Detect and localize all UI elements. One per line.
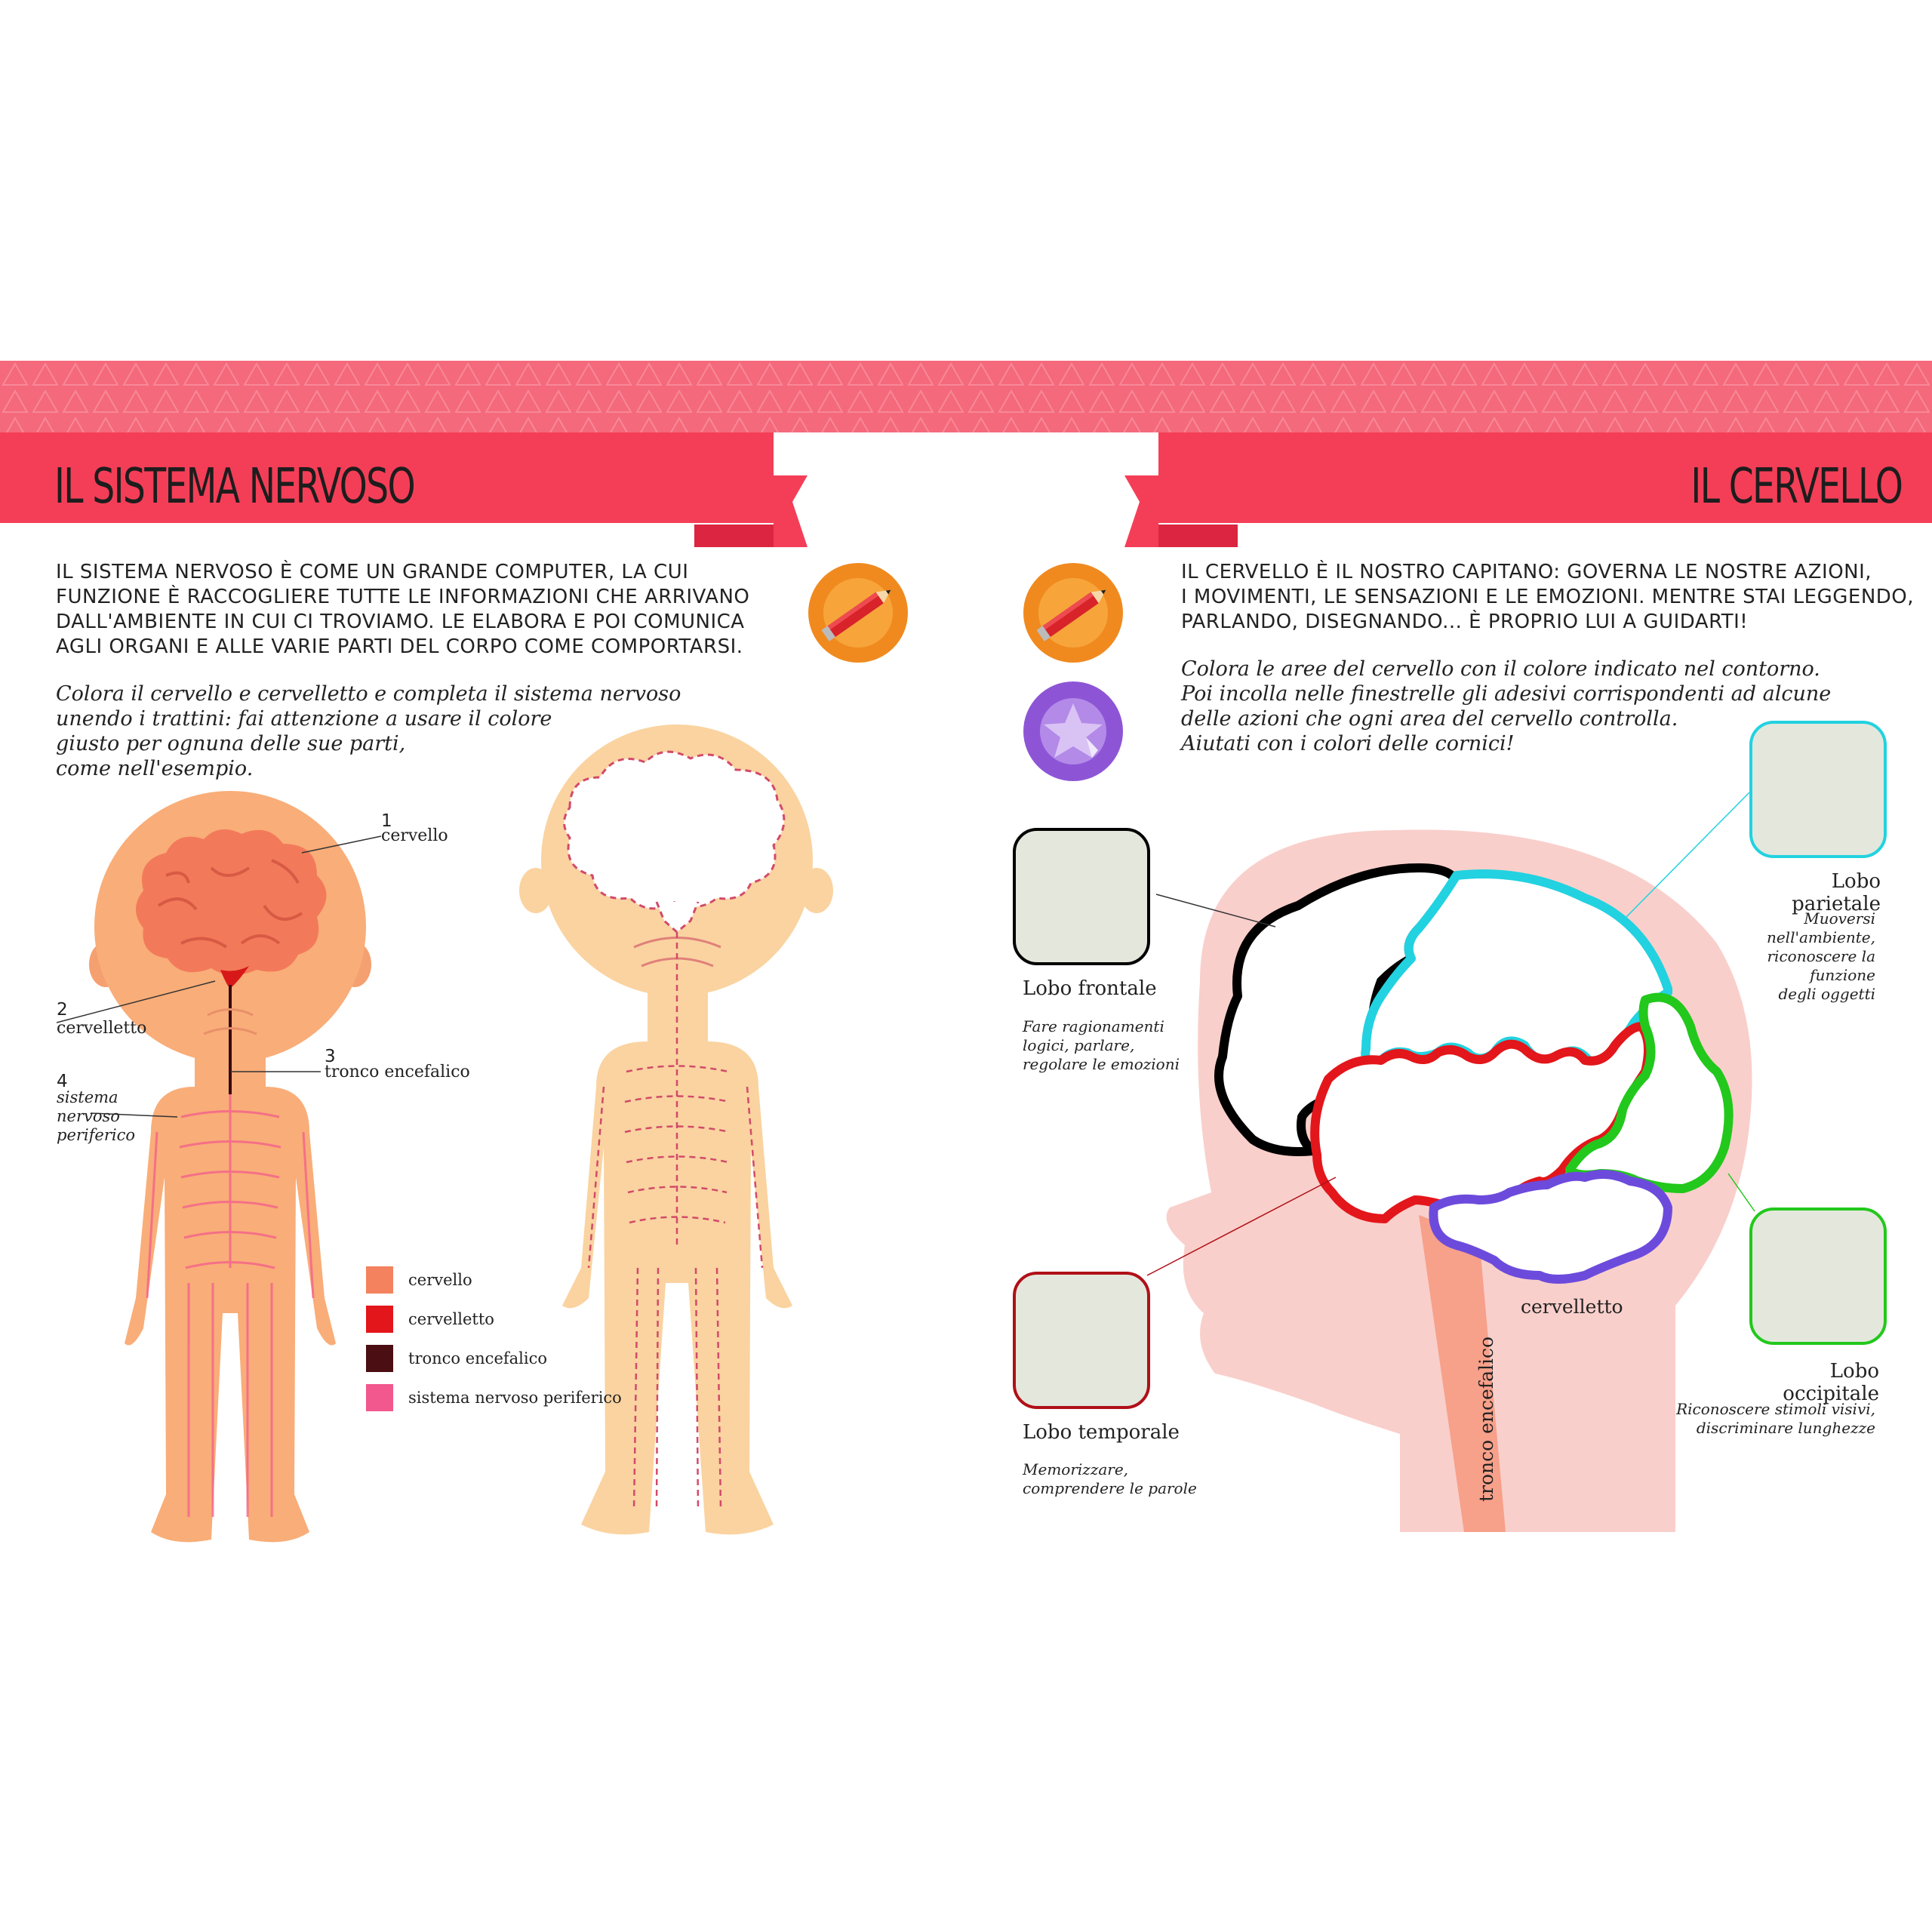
legend-item: cervelletto (366, 1300, 622, 1339)
desc-line: degli oggetti (1778, 985, 1875, 1003)
label-number: 3 (325, 1047, 336, 1066)
lobe-desc-frontale: Fare ragionamenti logici, parlare, regol… (1023, 1017, 1180, 1074)
label-sistema-nervoso: sistema nervoso periferico (57, 1088, 135, 1145)
sticker-frame-occipitale[interactable] (1749, 1208, 1887, 1345)
instruction-line: unendo i trattini: fai attenzione a usar… (56, 707, 552, 731)
lobe-name-parietale: Lobo parietale (1792, 870, 1881, 915)
intro-line: FUNZIONE È RACCOGLIERE TUTTE LE INFORMAZ… (56, 586, 750, 608)
desc-line: discriminare lunghezze (1696, 1419, 1875, 1437)
blank-child-figure (519, 724, 833, 1535)
ribbon-tail-left (694, 475, 808, 547)
sticker-frame-temporale[interactable] (1013, 1272, 1150, 1409)
label-number: 4 (57, 1072, 68, 1091)
instruction-line: giusto per ognuna delle sue parti, (56, 732, 406, 755)
desc-line: Fare ragionamenti (1023, 1017, 1164, 1035)
desc-line: funzione (1810, 966, 1875, 984)
color-legend: cervello cervelletto tronco encefalico s… (366, 1260, 622, 1417)
legend-swatch (366, 1345, 393, 1372)
desc-line: regolare le emozioni (1023, 1055, 1180, 1073)
label-cervelletto: cervelletto (57, 1019, 147, 1038)
sticker-star-icon (1023, 681, 1123, 781)
instruction-line: delle azioni che ogni area del cervello … (1181, 707, 1678, 731)
label-line: periferico (57, 1126, 135, 1144)
label-line: sistema (57, 1088, 118, 1106)
cerebellum-label: cervelletto (1521, 1296, 1623, 1318)
intro-line: IL SISTEMA NERVOSO È COME UN GRANDE COMP… (56, 561, 689, 583)
desc-line: Riconoscere stimoli visivi, (1676, 1400, 1875, 1418)
head-diagram (1166, 829, 1752, 1532)
lobe-name-temporale: Lobo temporale (1023, 1421, 1180, 1444)
lobe-name-frontale: Lobo frontale (1023, 977, 1157, 1000)
intro-line: PARLANDO, DISEGNANDO... È PROPRIO LUI A … (1181, 611, 1749, 633)
legend-swatch (366, 1266, 393, 1294)
lobe-desc-occipitale: Riconoscere stimoli visivi, discriminare… (1585, 1400, 1875, 1438)
pattern-stripe (0, 361, 1932, 432)
brainstem-label: tronco encefalico (1475, 1336, 1497, 1502)
legend-label: cervello (408, 1271, 472, 1289)
instruction-line: Colora le aree del cervello con il color… (1181, 657, 1820, 681)
instruction-line: Aiutati con i colori delle cornici! (1181, 732, 1515, 755)
right-instructions: Colora le aree del cervello con il color… (1181, 657, 1831, 756)
intro-line: IL CERVELLO È IL NOSTRO CAPITANO: GOVERN… (1181, 561, 1872, 583)
pencil-icon (1023, 563, 1123, 663)
desc-line: Muoversi (1804, 909, 1875, 928)
lobe-desc-parietale: Muoversi nell'ambiente, riconoscere la f… (1660, 909, 1875, 1004)
intro-line: DALL'AMBIENTE IN CUI CI TROVIAMO. LE ELA… (56, 611, 745, 633)
banner-left (0, 432, 774, 523)
legend-item: cervello (366, 1260, 622, 1300)
lobe-desc-temporale: Memorizzare, comprendere le parole (1023, 1460, 1197, 1498)
right-leader-lines (1146, 792, 1755, 1276)
lobe-name-occipitale: Lobo occipitale (1783, 1360, 1879, 1405)
sticker-frame-frontale[interactable] (1013, 828, 1150, 965)
desc-line: nell'ambiente, (1766, 928, 1875, 946)
desc-line: comprendere le parole (1023, 1479, 1197, 1497)
left-instructions: Colora il cervello e cervelletto e compl… (56, 681, 681, 781)
page-title-left: IL SISTEMA NERVOSO (54, 459, 416, 515)
right-intro: IL CERVELLO È IL NOSTRO CAPITANO: GOVERN… (1181, 560, 1914, 635)
sticker-frame-parietale[interactable] (1749, 721, 1887, 858)
label-line: nervoso (57, 1107, 120, 1125)
legend-swatch (366, 1306, 393, 1333)
triangle-pattern (0, 361, 1932, 432)
instruction-line: come nell'esempio. (56, 757, 254, 780)
legend-label: sistema nervoso periferico (408, 1389, 622, 1407)
legend-item: tronco encefalico (366, 1339, 622, 1378)
ribbon-tail-right (1124, 475, 1238, 547)
banner-right (1158, 432, 1932, 523)
left-intro: IL SISTEMA NERVOSO È COME UN GRANDE COMP… (56, 560, 749, 660)
desc-line: Memorizzare, (1023, 1460, 1129, 1478)
instruction-line: Colora il cervello e cervelletto e compl… (56, 682, 681, 706)
intro-line: AGLI ORGANI E ALLE VARIE PARTI DEL CORPO… (56, 635, 743, 658)
left-leader-lines (56, 835, 382, 1118)
pencil-icon (808, 563, 908, 663)
page-title-right: IL CERVELLO (1690, 459, 1903, 515)
label-tronco: tronco encefalico (325, 1063, 470, 1081)
legend-item: sistema nervoso periferico (366, 1378, 622, 1417)
label-number: 2 (57, 1000, 68, 1020)
example-child-figure (89, 791, 371, 1543)
legend-swatch (366, 1384, 393, 1411)
desc-line: logici, parlare, (1023, 1036, 1135, 1054)
intro-line: I MOVIMENTI, LE SENSAZIONI E LE EMOZIONI… (1181, 586, 1915, 608)
desc-line: riconoscere la (1767, 947, 1876, 965)
label-cervello: cervello (381, 826, 448, 845)
legend-label: tronco encefalico (408, 1349, 547, 1367)
legend-label: cervelletto (408, 1310, 494, 1328)
label-number: 1 (381, 811, 392, 831)
instruction-line: Poi incolla nelle finestrelle gli adesiv… (1181, 682, 1832, 706)
